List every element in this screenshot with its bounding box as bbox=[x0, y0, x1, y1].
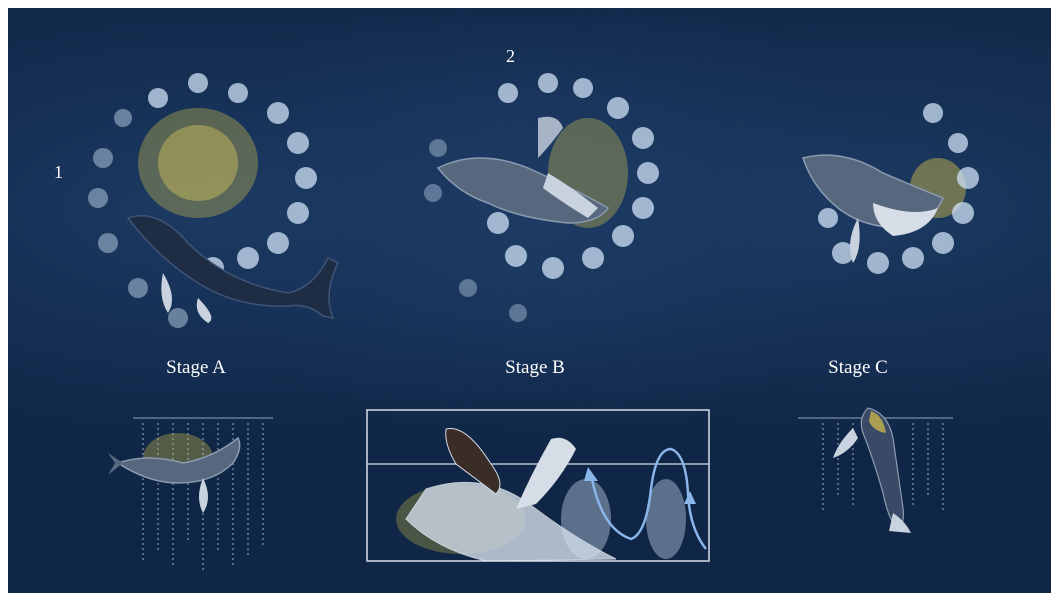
stage-c-side-view bbox=[793, 403, 963, 538]
stage-c-label: Stage C bbox=[758, 357, 958, 379]
stage-b-side-view bbox=[366, 409, 712, 564]
stage-b-label: Stage B bbox=[435, 357, 635, 379]
stage-a-top-view bbox=[68, 58, 368, 348]
spiral-arrow-head bbox=[584, 467, 598, 481]
stage-a-label: Stage A bbox=[96, 357, 296, 379]
stage-b-top-view bbox=[398, 58, 698, 348]
bubble-curtain-icon bbox=[561, 479, 686, 559]
krill-cloud-icon bbox=[138, 108, 258, 218]
spiral-arrow-head bbox=[684, 491, 696, 504]
humpback-whale-icon bbox=[128, 216, 338, 323]
stage-a-side-view bbox=[103, 403, 283, 578]
stage-c-top-view bbox=[733, 58, 1033, 348]
marker-1: 1 bbox=[54, 162, 63, 183]
humpback-whale-icon bbox=[833, 408, 911, 533]
bubble-net-feeding-figure: 1 2 bbox=[8, 8, 1051, 593]
